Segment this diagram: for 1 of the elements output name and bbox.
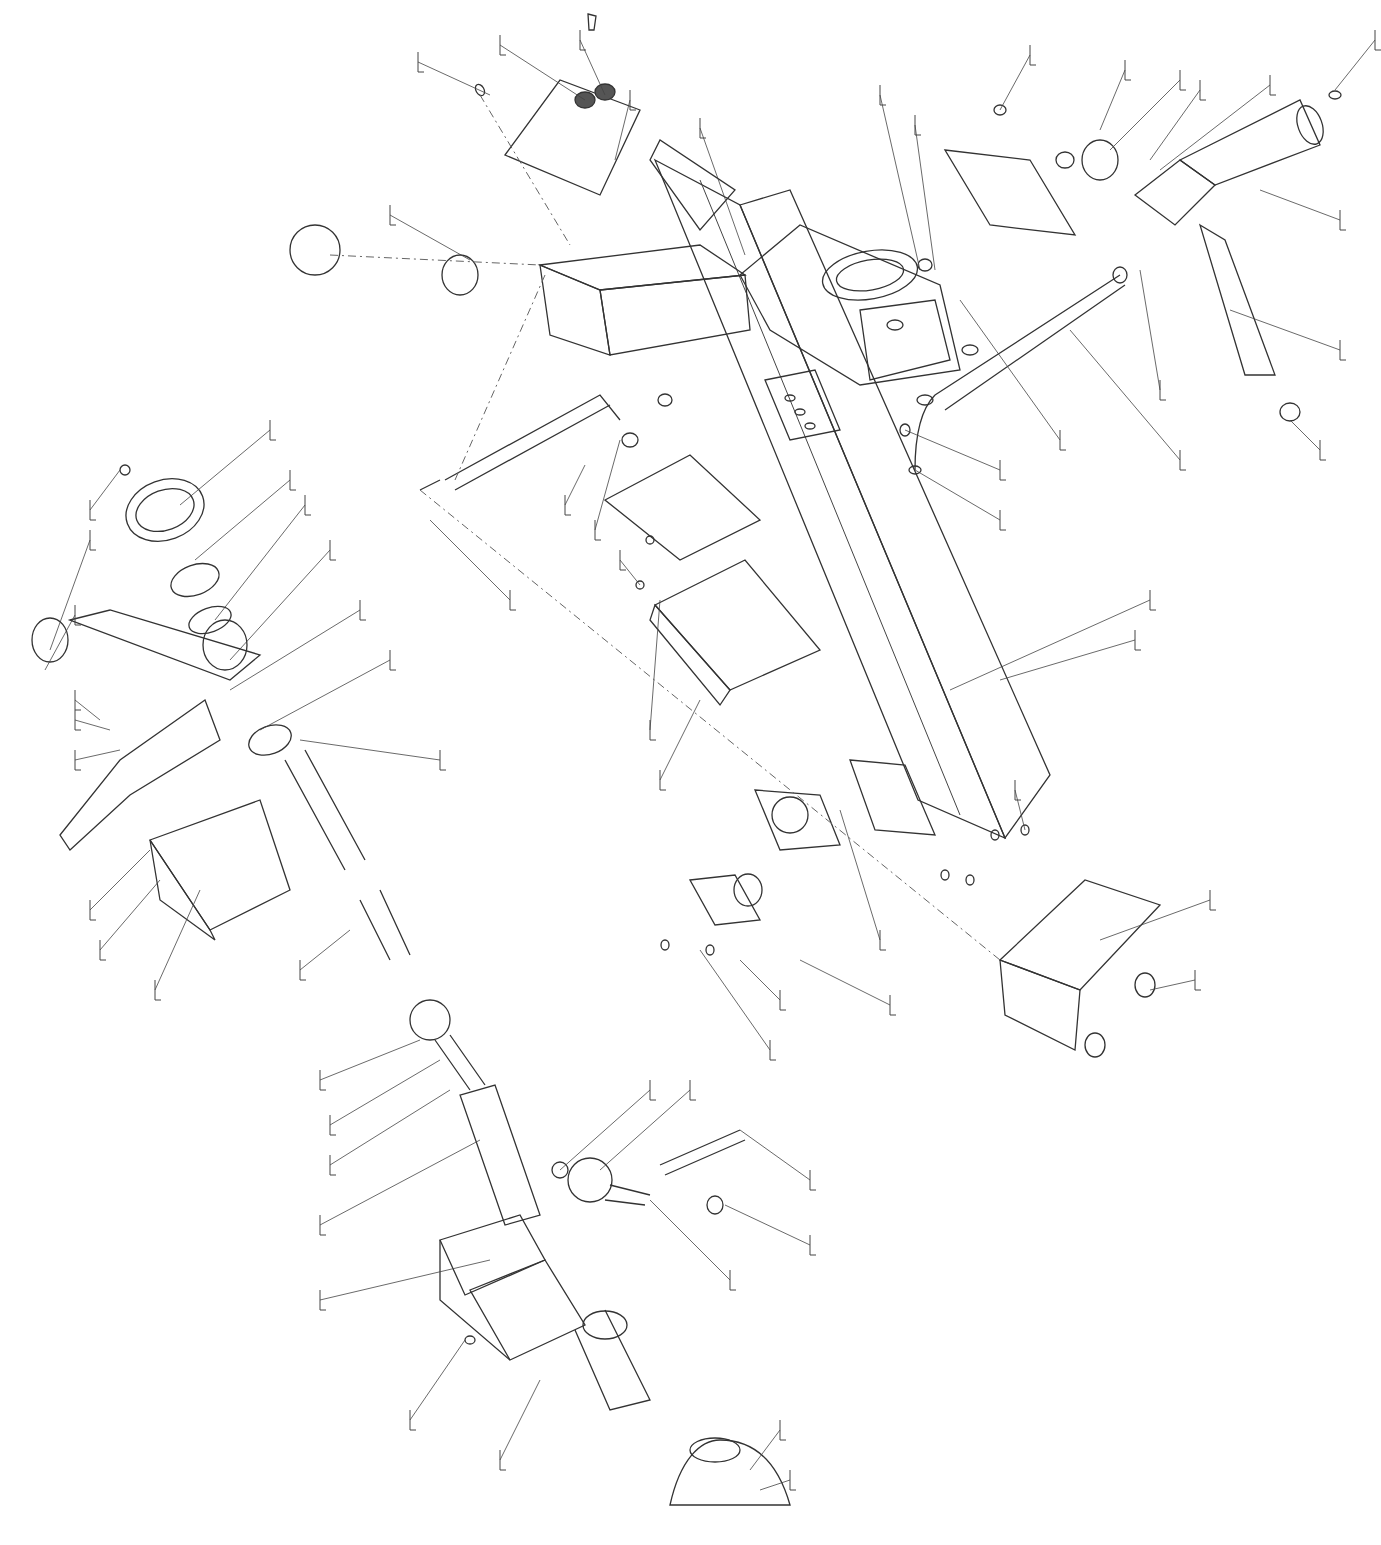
exploded-view-drawing [31, 13, 1381, 1506]
